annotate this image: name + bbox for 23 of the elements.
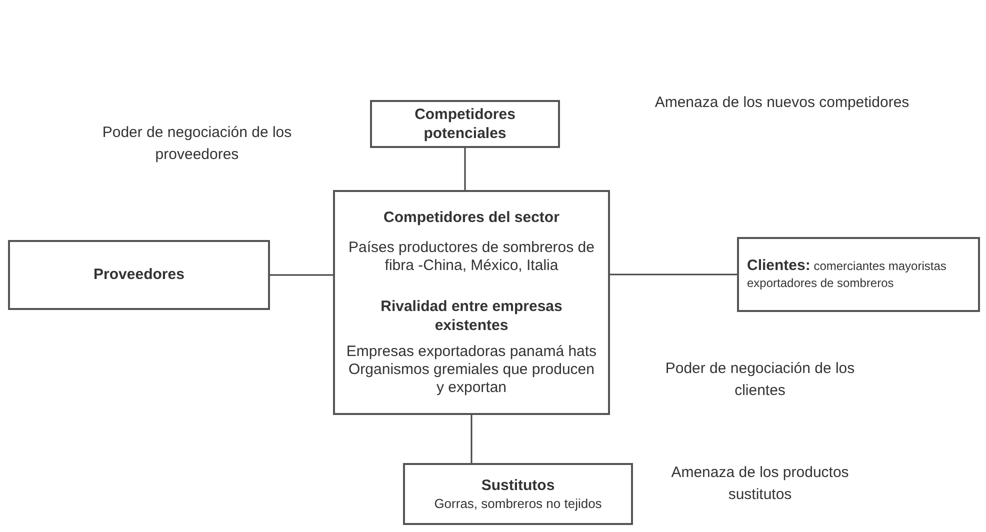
connector-line — [464, 148, 466, 190]
node-title: Competidores potenciales — [414, 105, 516, 143]
node-text: Empresas exportadoras panamá hats — [346, 343, 597, 361]
connector-line — [470, 415, 472, 463]
process-box — [737, 237, 980, 312]
node-title: Sustitutos — [481, 476, 555, 495]
force-label: Amenaza de los productos sustitutos — [670, 463, 850, 505]
force-label: Poder de negociación de los clientes — [664, 359, 856, 401]
node-title: Proveedores — [94, 264, 184, 285]
process-box — [333, 190, 610, 415]
connector-line — [270, 274, 333, 276]
node-text: Gorras, sombreros no tejidos — [434, 495, 602, 512]
connector-line — [610, 274, 737, 276]
node-title: Competidores del sector — [384, 208, 560, 227]
process-box — [370, 100, 560, 148]
force-label: Amenaza de los nuevos competidores — [654, 93, 910, 113]
force-label: Poder de negociación de los proveedores — [101, 123, 293, 165]
node-title: Rivalidad entre empresas existentes — [380, 297, 564, 335]
node-text: Países productores de sombreros de fibra -China, México, Italia — [348, 239, 596, 276]
node-text: Organismos gremiales que producen y exportan — [348, 361, 596, 397]
node-text: Clientes: comerciantes mayoristas exportadores de sombreros — [747, 257, 948, 292]
process-box — [8, 240, 270, 310]
process-box — [403, 463, 633, 525]
